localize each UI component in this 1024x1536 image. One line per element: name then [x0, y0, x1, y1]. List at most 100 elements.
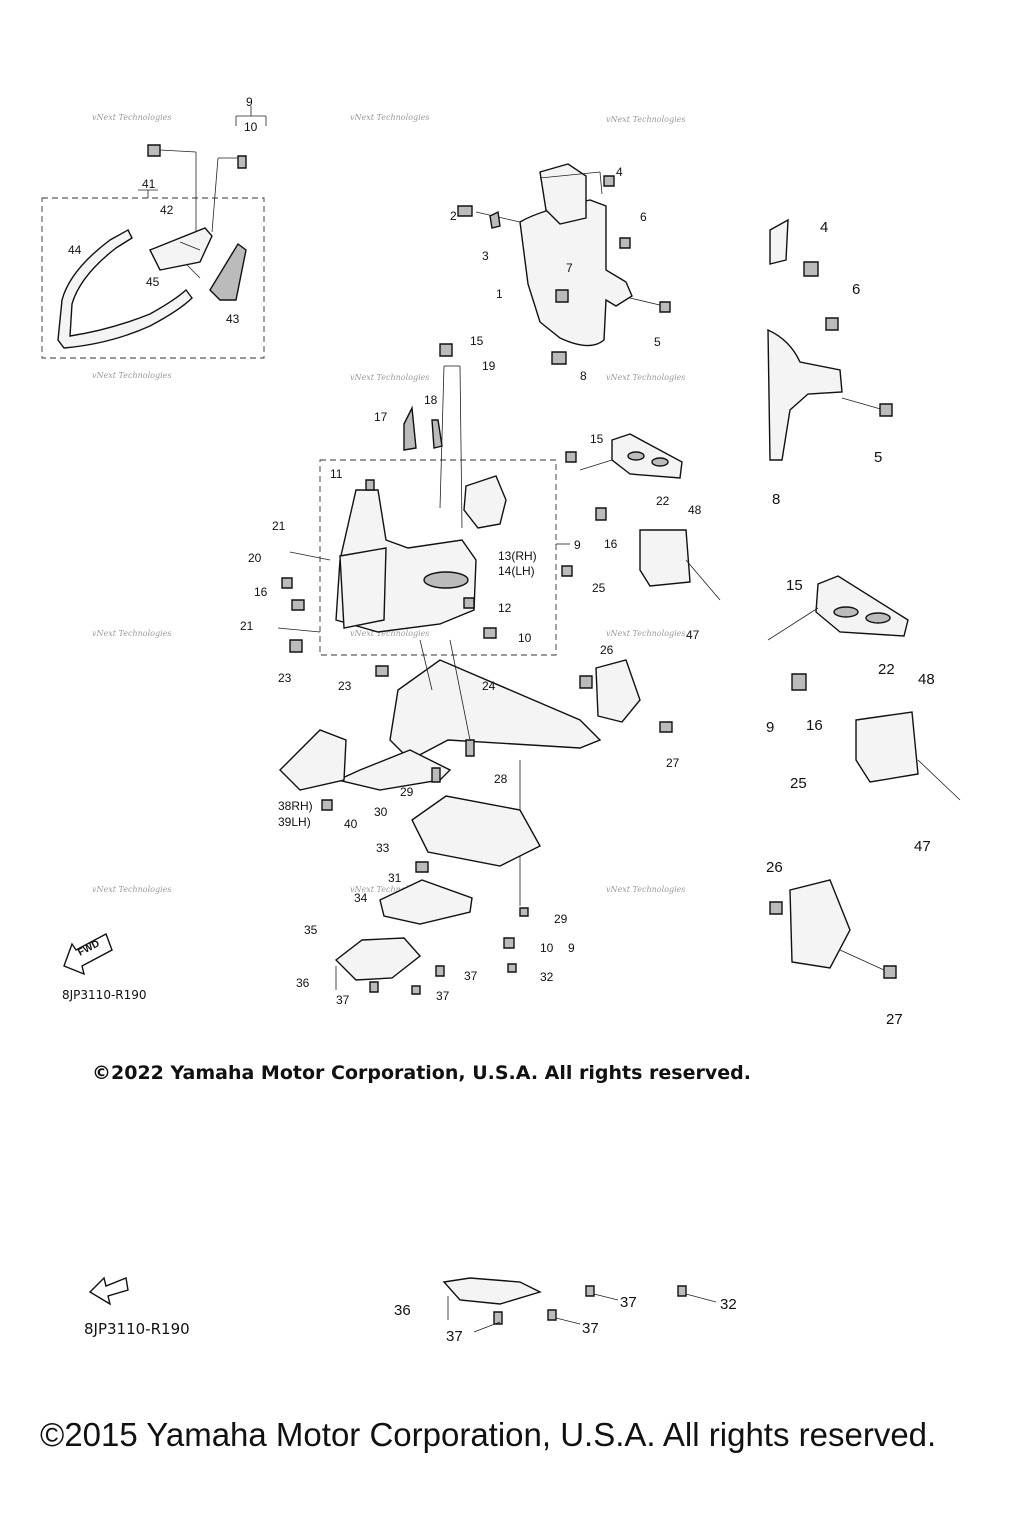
callout-47: 47: [686, 628, 700, 642]
callout-26: 26: [600, 643, 614, 657]
upper-frame-bracket: [457, 163, 671, 365]
watermark: vNext Technologies: [92, 885, 171, 894]
callout-41: 41: [142, 177, 156, 191]
bumper-bracket: [209, 242, 247, 301]
callout-39: 39LH): [278, 815, 311, 829]
fwd-arrow-icon: FWD: [63, 933, 113, 976]
callout-10: 10: [540, 941, 554, 955]
callout-45: 45: [146, 275, 160, 289]
callout-20: 20: [248, 551, 262, 565]
callout-21: 21: [240, 619, 254, 633]
callout-16: 16: [254, 585, 268, 599]
callout-13: 13(RH): [498, 549, 537, 563]
rear-mount: [595, 659, 641, 723]
callout-5: 5: [654, 335, 661, 349]
callout-29: 29: [400, 785, 414, 799]
callout-37: 37: [464, 969, 478, 983]
callout-48: 48: [918, 671, 935, 688]
skid-plate-group: [334, 795, 541, 995]
watermark: vNext Technologies: [350, 113, 429, 122]
callout-12: 12: [498, 601, 512, 615]
enlarged-mount: [789, 879, 851, 969]
callout-48: 48: [688, 503, 702, 517]
callout-25: 25: [592, 581, 606, 595]
callout-9: 9: [766, 719, 774, 736]
callout-1: 1: [496, 287, 503, 301]
callout-25: 25: [790, 775, 807, 792]
callout-35: 35: [304, 923, 318, 937]
callout-4: 4: [616, 165, 623, 179]
callout-3: 3: [482, 249, 489, 263]
frame-bracket: [519, 199, 633, 347]
callout-37: 37: [336, 993, 350, 1007]
steering-bracket: [463, 475, 507, 529]
group-9-box: [319, 459, 557, 656]
callout-37: 37: [582, 1320, 599, 1337]
bumper-plate: [149, 227, 213, 271]
callout-31: 31: [388, 871, 402, 885]
callout-15: 15: [470, 334, 484, 348]
callout-38: 38RH): [278, 799, 313, 813]
group-41-box: [41, 197, 265, 359]
callout-labels: 9 10 41 42 44 45 43 4 6 2 3 7 1 5 8 15 1…: [68, 95, 935, 1345]
callout-7: 7: [566, 261, 573, 275]
diagram-code: 8JP3110-R190: [84, 1320, 190, 1338]
callout-36: 36: [394, 1302, 411, 1319]
callout-8: 8: [772, 491, 780, 508]
callout-37: 37: [620, 1294, 637, 1311]
subframe-cross: [335, 749, 452, 791]
watermark: vNext Technologies: [606, 115, 685, 124]
callout-18: 18: [424, 393, 438, 407]
callout-40: 40: [344, 817, 358, 831]
suspension-mount: [279, 729, 347, 791]
callout-15: 15: [590, 432, 604, 446]
callout-6: 6: [852, 281, 860, 298]
callout-6: 6: [640, 210, 647, 224]
watermarks: vNext Technologies vNext Technologies vN…: [92, 113, 685, 894]
callout-8: 8: [580, 369, 587, 383]
enlarged-side-plate: [855, 711, 919, 783]
callout-28: 28: [494, 772, 508, 786]
callout-9: 9: [574, 538, 581, 552]
guard-plate: [334, 937, 422, 981]
side-plate: [639, 529, 691, 587]
callout-24: 24: [482, 679, 496, 693]
callout-44: 44: [68, 243, 82, 257]
watermark: vNext Technologies: [350, 373, 429, 382]
frame-window: [339, 547, 387, 629]
watermark: vNext Technologies: [606, 629, 685, 638]
callout-32: 32: [720, 1296, 737, 1313]
watermark: vNext Technologies: [606, 373, 685, 382]
callout-17: 17: [374, 410, 388, 424]
callout-23: 23: [338, 679, 352, 693]
skid-plate: [411, 795, 541, 867]
callout-2: 2: [450, 209, 457, 223]
callout-16: 16: [806, 717, 823, 734]
callout-22: 22: [656, 494, 670, 508]
watermark: vNext Technologies: [92, 113, 171, 122]
copyright-2015: ©2015 Yamaha Motor Corporation, U.S.A. A…: [40, 1416, 937, 1453]
callout-19: 19: [482, 359, 496, 373]
callout-43: 43: [226, 312, 240, 326]
callout-10: 10: [518, 631, 532, 645]
mount-bracket: [539, 163, 587, 225]
front-frame-group: [277, 343, 607, 677]
callout-27: 27: [886, 1011, 903, 1028]
partial-fragment: [88, 1276, 717, 1333]
callout-4: 4: [820, 219, 828, 236]
callout-26: 26: [766, 859, 783, 876]
callout-22: 22: [878, 661, 895, 678]
callout-32: 32: [540, 970, 554, 984]
callout-42: 42: [160, 203, 174, 217]
diagram-code: 8JP3110-R190: [62, 988, 147, 1002]
bumper-tube: [57, 229, 193, 349]
fwd-arrow-icon: [88, 1276, 129, 1306]
bottom-plate: [379, 879, 473, 925]
enlarged-details: [767, 218, 961, 979]
callout-30: 30: [374, 805, 388, 819]
callout-23: 23: [278, 671, 292, 685]
callout-47: 47: [914, 838, 931, 855]
bumper-assembly-group: [41, 106, 267, 359]
enlarged-plate: [815, 575, 909, 637]
